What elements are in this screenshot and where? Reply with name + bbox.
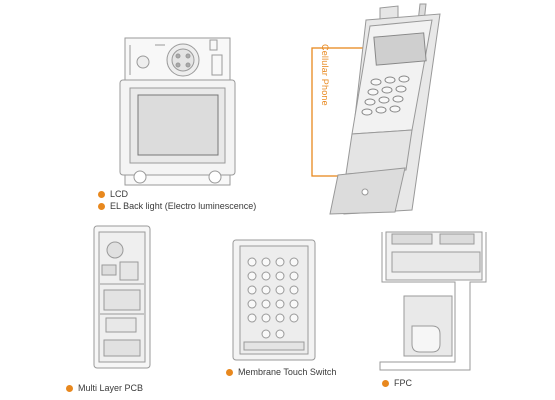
- bullet-icon: [98, 202, 105, 210]
- el-backlight-label: EL Back light (Electro luminescence): [98, 201, 256, 211]
- fpc-label: FPC: [382, 378, 412, 388]
- el-backlight-label-text: EL Back light (Electro luminescence): [110, 201, 257, 211]
- multi-layer-pcb-label: Multi Layer PCB: [66, 383, 143, 393]
- cellular-phone-illustration: [311, 3, 441, 215]
- lcd-label: LCD: [98, 189, 128, 199]
- multi-layer-pcb-label-text: Multi Layer PCB: [78, 383, 144, 393]
- multi-layer-pcb-illustration: [93, 225, 151, 369]
- cellular-phone-label: Cellular Phone: [320, 44, 330, 106]
- fpc-label-text: FPC: [394, 378, 412, 388]
- bullet-icon: [382, 379, 389, 387]
- lcd-label-text: LCD: [110, 189, 129, 199]
- membrane-switch-label-text: Membrane Touch Switch: [238, 367, 337, 377]
- fpc-illustration: [379, 231, 487, 371]
- membrane-switch-label: Membrane Touch Switch: [226, 367, 336, 377]
- bullet-icon: [66, 384, 73, 392]
- bullet-icon: [98, 190, 105, 198]
- lcd-module-illustration: [119, 37, 236, 186]
- membrane-switch-illustration: [232, 239, 316, 361]
- bullet-icon: [226, 368, 233, 376]
